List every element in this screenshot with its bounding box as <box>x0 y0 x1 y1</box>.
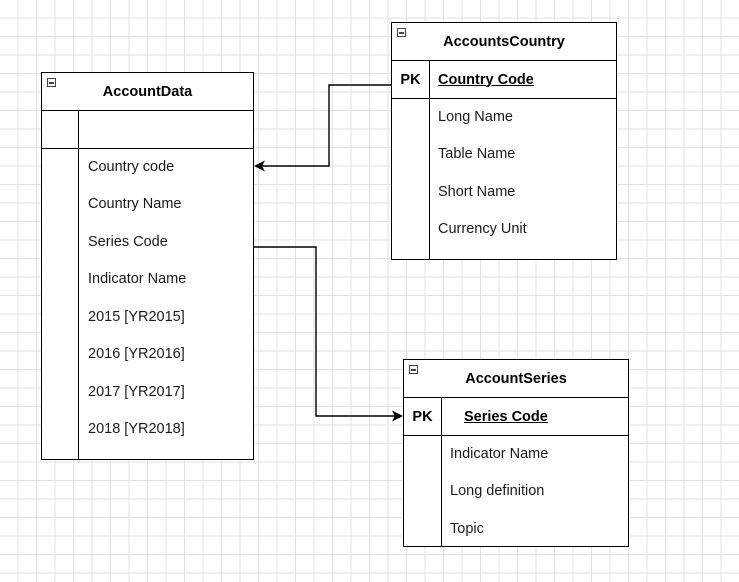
pk-field: Series Code <box>464 408 548 425</box>
entity-header: AccountsCountry <box>392 23 616 61</box>
collapse-icon[interactable] <box>397 28 406 37</box>
entity-account-series[interactable]: AccountSeries PK Series Code Indicator N… <box>403 359 629 547</box>
edge-country-code[interactable] <box>254 84 391 172</box>
field-long-definition: Long definition <box>450 483 545 499</box>
field-country-name: Country Name <box>88 196 182 212</box>
pk-label: PK <box>412 408 433 425</box>
arrowhead-icon <box>392 410 403 422</box>
field-currency-unit: Currency Unit <box>438 221 527 237</box>
pk-field: Country Code <box>438 71 534 88</box>
collapse-icon[interactable] <box>47 78 56 87</box>
key-column <box>441 398 442 546</box>
field-topic: Topic <box>450 521 484 537</box>
entity-title: AccountsCountry <box>443 33 565 50</box>
field-2018: 2018 [YR2018] <box>88 421 185 437</box>
field-short-name: Short Name <box>438 184 516 200</box>
entity-accounts-country[interactable]: AccountsCountry PK Country Code Long Nam… <box>391 22 617 260</box>
entity-title: AccountData <box>102 83 193 100</box>
primary-key-row: PK Country Code <box>392 61 616 99</box>
primary-key-row: PK Series Code <box>404 398 628 436</box>
entity-header: AccountData <box>42 73 253 111</box>
field-indicator-name: Indicator Name <box>450 446 549 462</box>
key-row <box>42 111 253 149</box>
field-long-name: Long Name <box>438 109 513 125</box>
arrowhead-icon <box>254 160 265 172</box>
field-2017: 2017 [YR2017] <box>88 384 185 400</box>
pk-label: PK <box>400 71 421 88</box>
edge-series-code[interactable] <box>254 246 403 422</box>
key-column <box>429 61 430 259</box>
field-series-code: Series Code <box>88 234 168 250</box>
entity-account-data[interactable]: AccountData Country code Country Name Se… <box>41 72 254 460</box>
field-2016: 2016 [YR2016] <box>88 346 185 362</box>
field-country-code: Country code <box>88 159 175 175</box>
collapse-icon[interactable] <box>409 365 418 374</box>
entity-title: AccountSeries <box>465 370 567 387</box>
field-2015: 2015 [YR2015] <box>88 309 185 325</box>
field-indicator-name: Indicator Name <box>88 271 187 287</box>
key-column <box>78 111 79 459</box>
field-table-name: Table Name <box>438 146 516 162</box>
entity-header: AccountSeries <box>404 360 628 398</box>
